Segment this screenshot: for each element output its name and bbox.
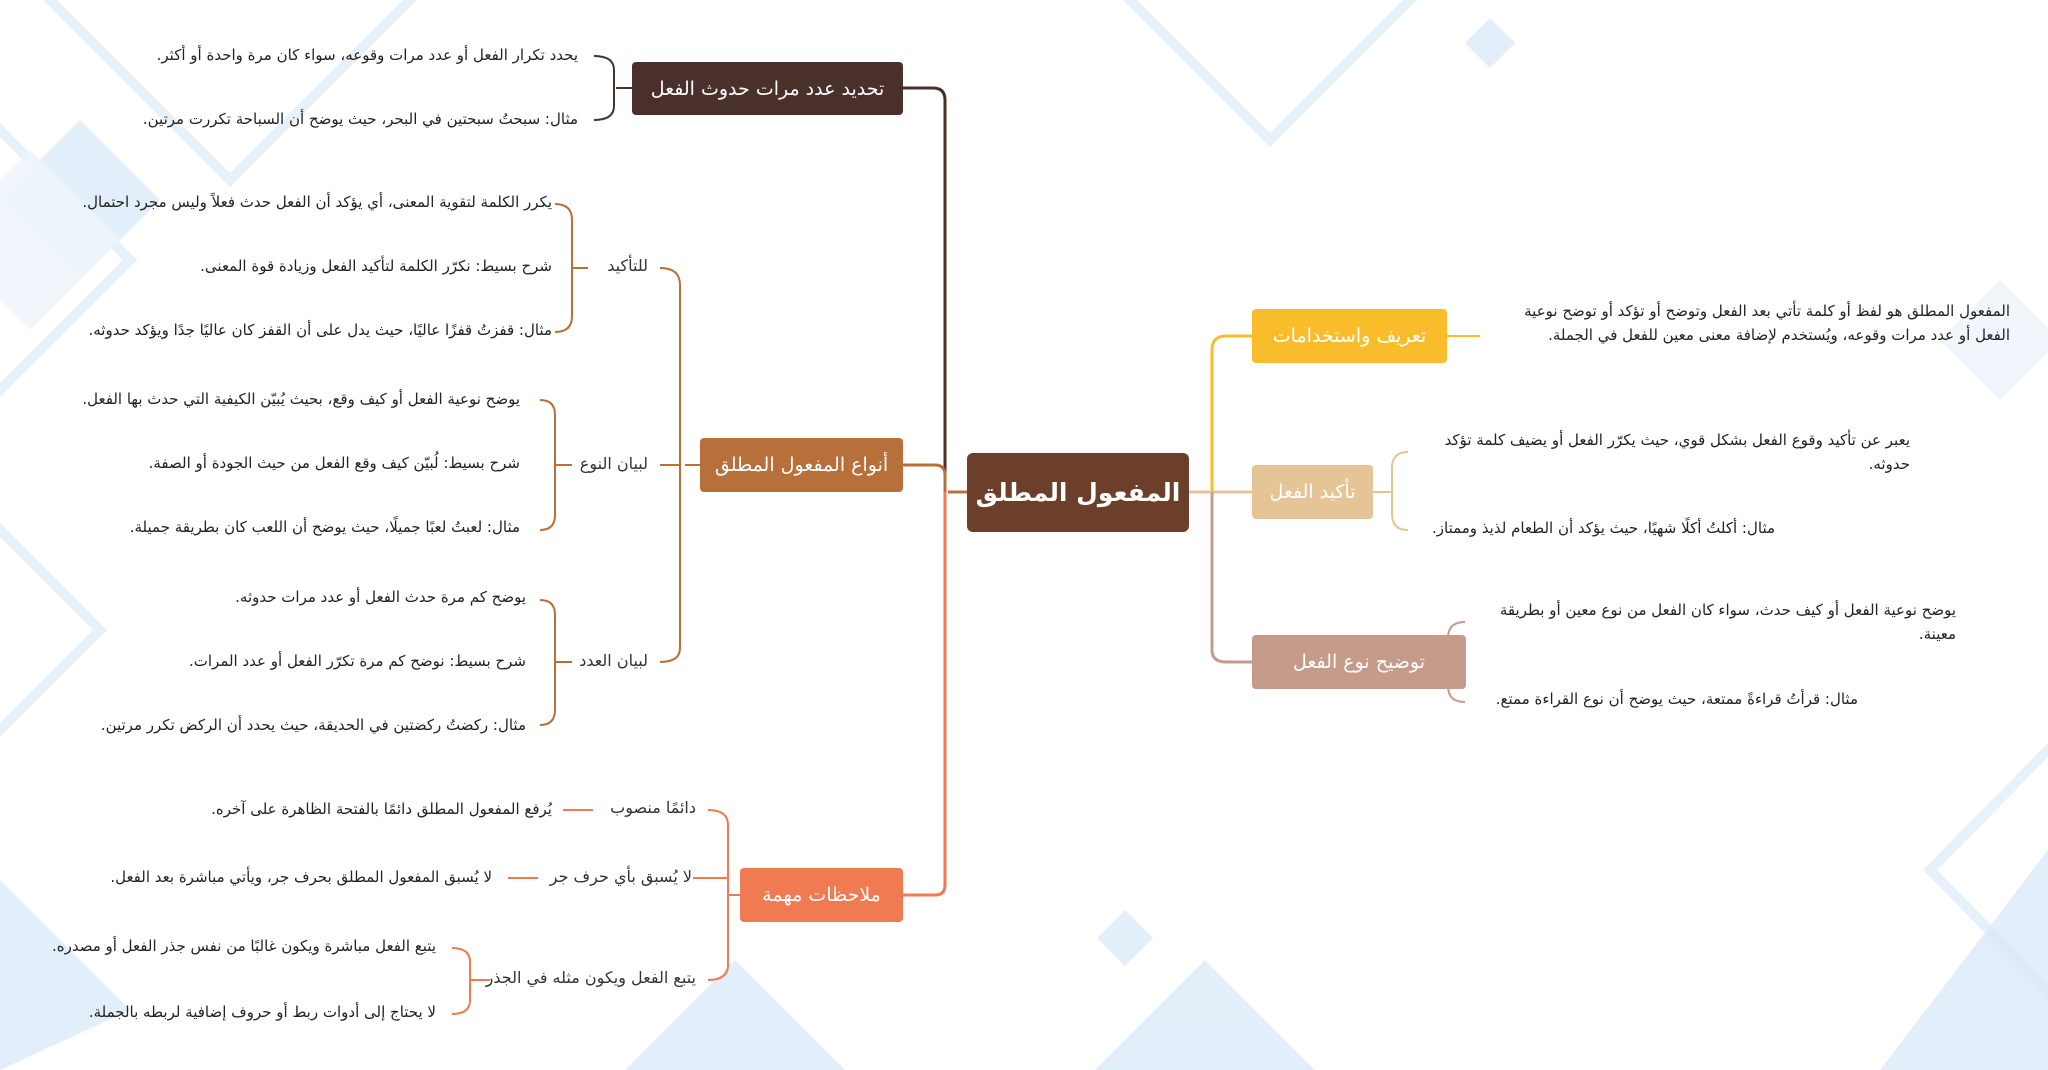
kinds-group-emphasis: للتأكيد bbox=[607, 256, 648, 275]
kinds-number-item-1: يوضح كم مرة حدث الفعل أو عدد مرات حدوثه. bbox=[235, 588, 526, 606]
topic-count[interactable]: تحديد عدد مرات حدوث الفعل bbox=[632, 62, 903, 115]
kinds-group-number: لبيان العدد bbox=[579, 651, 648, 670]
notes-item-4: لا يحتاج إلى أدوات ربط أو حروف إضافية لر… bbox=[88, 1003, 436, 1021]
kinds-type-item-1: يوضح نوعية الفعل أو كيف وقع، بحيث يُبيّن… bbox=[82, 390, 520, 408]
root-topic[interactable]: المفعول المطلق bbox=[967, 453, 1189, 532]
kinds-number-item-2: شرح بسيط: نوضح كم مرة تكرّر الفعل أو عدد… bbox=[188, 652, 526, 670]
count-item-1: يحدد تكرار الفعل أو عدد مرات وقوعه، سواء… bbox=[156, 46, 578, 64]
notes-item-2: لا يُسبق المفعول المطلق بحرف جر، ويأتي م… bbox=[110, 868, 492, 886]
type-example: مثال: قرأتُ قراءةً ممتعة، حيث يوضح أن نو… bbox=[1495, 690, 1858, 708]
kinds-emphasis-item-2: شرح بسيط: نكرّر الكلمة لتأكيد الفعل وزيا… bbox=[200, 257, 552, 275]
notes-group-same-root: يتبع الفعل ويكون مثله في الجذر bbox=[485, 968, 696, 987]
definition-text: المفعول المطلق هو لفظ أو كلمة تأتي بعد ا… bbox=[1524, 302, 2010, 344]
kinds-group-type: لبيان النوع bbox=[579, 454, 648, 473]
kinds-type-item-2: شرح بسيط: لُبيّن كيف وقع الفعل من حيث ال… bbox=[148, 454, 520, 472]
kinds-emphasis-item-1: يكرر الكلمة لتقوية المعنى، أي يؤكد أن ال… bbox=[82, 193, 552, 211]
topic-notes[interactable]: ملاحظات مهمة bbox=[740, 868, 903, 922]
kinds-number-item-3: مثال: ركضتُ ركضتين في الحديقة، حيث يحدد … bbox=[100, 716, 526, 734]
notes-group-always-accusative: دائمًا منصوب bbox=[610, 798, 696, 817]
kinds-emphasis-item-3: مثال: قفزتُ قفزًا عاليًا، حيث يدل على أن… bbox=[88, 321, 552, 339]
notes-item-3: يتبع الفعل مباشرة ويكون غالبًا من نفس جذ… bbox=[51, 937, 436, 955]
topic-definition[interactable]: تعريف واستخدامات bbox=[1252, 309, 1447, 363]
emphasis-example: مثال: أكلتُ أكلًا شهيًا، حيث يؤكد أن الط… bbox=[1431, 519, 1775, 537]
notes-item-1: يُرفع المفعول المطلق دائمًا بالفتحة الظا… bbox=[211, 800, 552, 818]
topic-type[interactable]: توضيح نوع الفعل bbox=[1252, 635, 1466, 689]
count-item-2: مثال: سبحتُ سبحتين في البحر، حيث يوضح أن… bbox=[142, 110, 578, 128]
topic-kinds[interactable]: أنواع المفعول المطلق bbox=[700, 438, 903, 492]
topic-emphasis[interactable]: تأكيد الفعل bbox=[1252, 465, 1373, 519]
notes-group-no-preposition: لا يُسبق بأي حرف جر bbox=[549, 867, 692, 886]
emphasis-text: يعبر عن تأكيد وقوع الفعل بشكل قوي، حيث ي… bbox=[1444, 431, 1910, 473]
kinds-type-item-3: مثال: لعبتُ لعبًا جميلًا، حيث يوضح أن ال… bbox=[129, 518, 520, 536]
type-text: يوضح نوعية الفعل أو كيف حدث، سواء كان ال… bbox=[1499, 601, 1956, 643]
